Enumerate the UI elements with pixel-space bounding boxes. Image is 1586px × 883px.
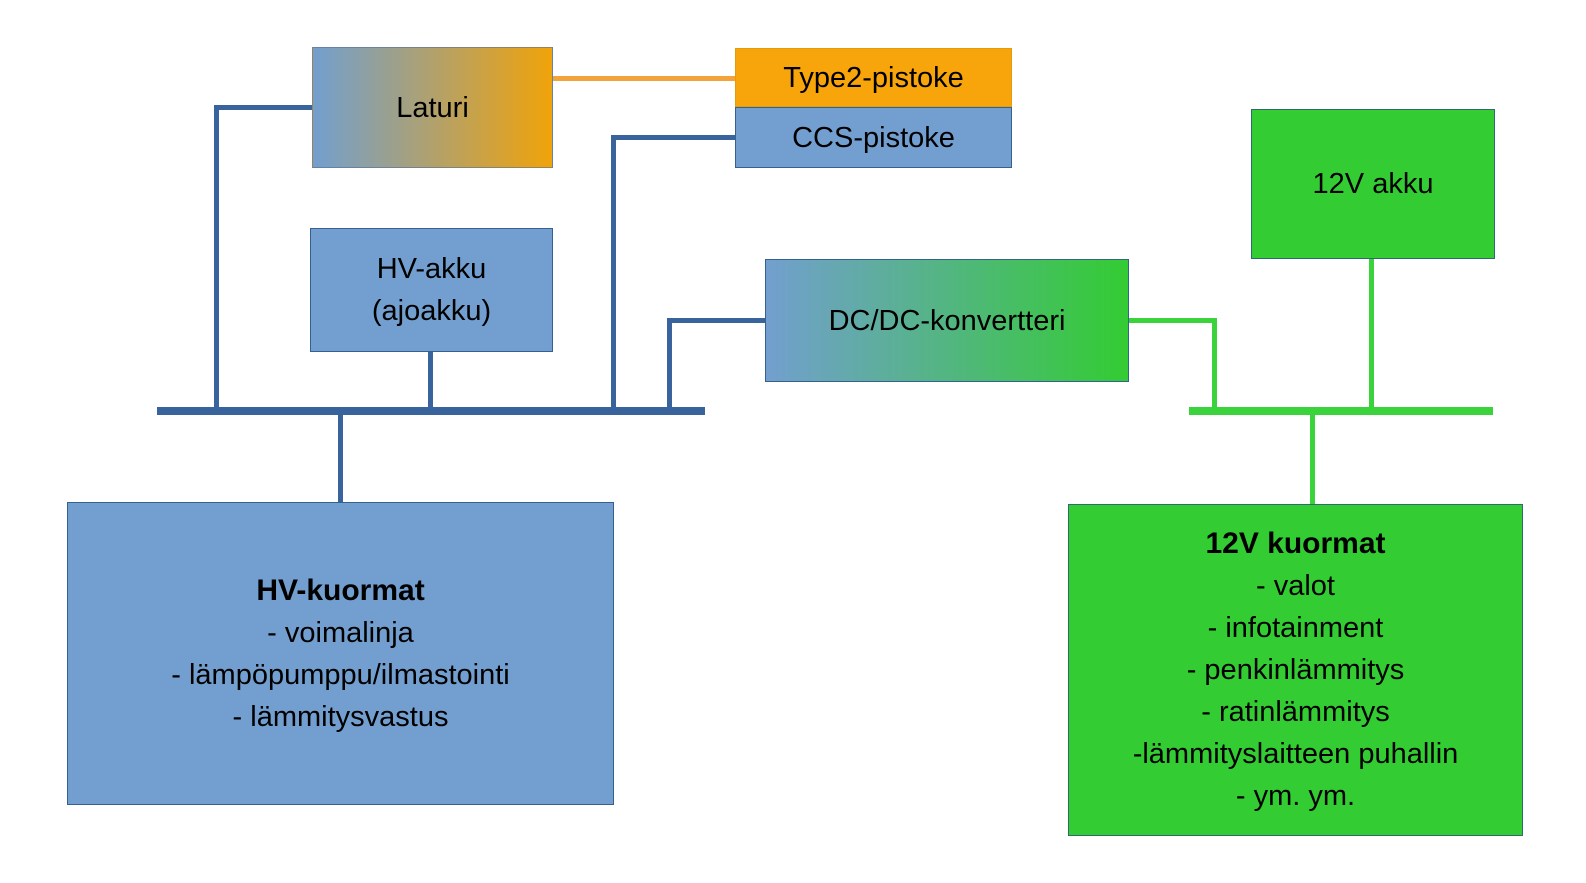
connector-laturi-to-hv-bus-vertical bbox=[214, 105, 219, 407]
node-type2-pistoke: Type2-pistoke bbox=[735, 48, 1012, 107]
connector-ccs-to-hv-bus-vertical bbox=[611, 135, 616, 407]
hv-kuormat-item: - lämmitysvastus bbox=[232, 700, 449, 733]
connector-12v-akku-to-12v-bus bbox=[1369, 259, 1374, 407]
12v-bus-bar bbox=[1189, 407, 1493, 415]
node-type2-pistoke-label: Type2-pistoke bbox=[783, 61, 964, 94]
connector-ccs-to-hv-bus-horizontal bbox=[611, 135, 735, 140]
connector-dcdc-to-12v-bus-vertical bbox=[1212, 318, 1217, 407]
node-hv-akku-label-line2: (ajoakku) bbox=[371, 295, 492, 327]
12v-kuormat-item: - ratinlämmitys bbox=[1201, 696, 1390, 728]
connector-laturi-to-type2 bbox=[553, 76, 735, 81]
node-dcdc-konvertteri: DC/DC-konvertteri bbox=[765, 259, 1129, 382]
connector-hv-bus-to-hv-kuormat bbox=[338, 415, 343, 502]
node-ccs-pistoke-label: CCS-pistoke bbox=[792, 121, 955, 154]
12v-kuormat-item: -lämmityslaitteen puhallin bbox=[1132, 738, 1459, 770]
connector-dcdc-to-hv-bus-vertical bbox=[667, 318, 672, 407]
hv-bus-bar bbox=[157, 407, 705, 415]
connector-dcdc-to-hv-bus-horizontal bbox=[667, 318, 765, 323]
node-dcdc-konvertteri-label: DC/DC-konvertteri bbox=[828, 304, 1066, 337]
connector-hv-akku-to-hv-bus bbox=[428, 352, 433, 407]
node-hv-akku-label-line1: HV-akku bbox=[376, 253, 487, 285]
node-laturi-label: Laturi bbox=[396, 91, 469, 124]
node-12v-akku: 12V akku bbox=[1251, 109, 1495, 259]
node-12v-kuormat-title: 12V kuormat bbox=[1205, 527, 1386, 560]
hv-kuormat-item: - lämpöpumppu/ilmastointi bbox=[171, 658, 510, 691]
node-12v-akku-label: 12V akku bbox=[1312, 168, 1434, 200]
connector-12v-bus-to-12v-kuormat bbox=[1310, 415, 1315, 504]
12v-kuormat-item: - penkinlämmitys bbox=[1186, 654, 1405, 686]
node-ccs-pistoke: CCS-pistoke bbox=[735, 107, 1012, 168]
node-laturi: Laturi bbox=[312, 47, 553, 168]
node-hv-kuormat-title: HV-kuormat bbox=[256, 573, 425, 607]
12v-kuormat-item: - ym. ym. bbox=[1235, 780, 1356, 812]
node-12v-kuormat: 12V kuormat - valot - infotainment - pen… bbox=[1068, 504, 1523, 836]
12v-kuormat-item: - valot bbox=[1256, 570, 1335, 602]
connector-dcdc-to-12v-bus-horizontal bbox=[1129, 318, 1217, 323]
node-hv-akku: HV-akku (ajoakku) bbox=[310, 228, 553, 352]
node-hv-kuormat: HV-kuormat - voimalinja - lämpöpumppu/il… bbox=[67, 502, 614, 805]
hv-kuormat-item: - voimalinja bbox=[267, 616, 414, 649]
connector-laturi-to-hv-bus-horizontal bbox=[214, 105, 312, 110]
12v-kuormat-item: - infotainment bbox=[1207, 612, 1384, 644]
